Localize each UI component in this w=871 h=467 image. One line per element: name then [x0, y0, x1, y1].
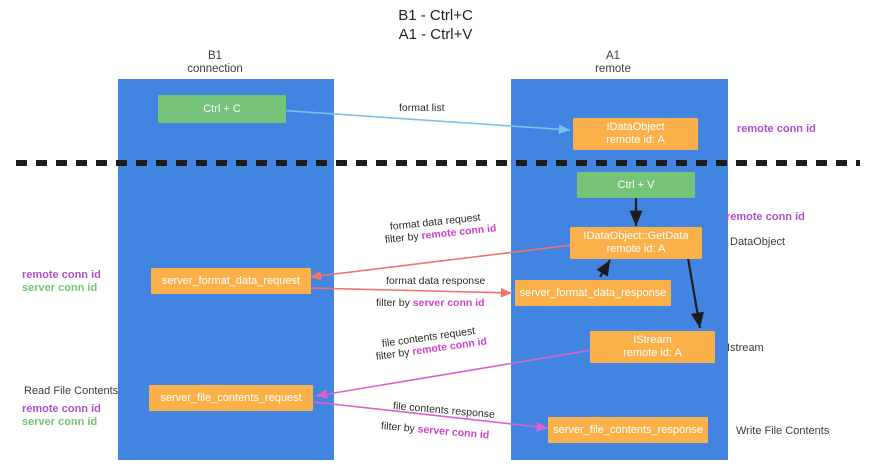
node-server-file-contents-response[interactable]: server_file_contents_response	[548, 417, 708, 443]
node-server-file-contents-response-label: server_file_contents_response	[553, 423, 703, 436]
node-server-file-contents-request[interactable]: server_file_contents_request	[149, 385, 313, 411]
page-title: B1 - Ctrl+C A1 - Ctrl+V	[0, 6, 871, 44]
node-istream-line-2: remote id: A	[623, 347, 682, 359]
filter-prefix: filter by	[384, 230, 423, 246]
edge-getdata-istream	[686, 257, 704, 329]
page-title-line-2: A1 - Ctrl+V	[398, 26, 473, 43]
node-ctrl-c-label: Ctrl + C	[203, 102, 241, 115]
page-title-line-1: B1 - Ctrl+C	[398, 7, 473, 24]
filter-prefix: filter by	[376, 297, 413, 309]
edge-format-data-response	[309, 287, 513, 298]
edge-label-format-list: format list	[399, 102, 445, 114]
edge-response-getdata	[596, 259, 611, 278]
node-idataobject[interactable]: IDataObject remote id: A	[573, 118, 698, 150]
node-getdata-line-1: IDataObject::GetData	[583, 230, 689, 242]
annotation-left-remote-conn-id-2: remote conn id	[22, 403, 101, 415]
node-istream-line-1: IStream	[633, 334, 672, 346]
node-idataobject-getdata[interactable]: IDataObject::GetData remote id: A	[570, 227, 702, 259]
edge-label-format-data-response: format data response	[386, 275, 486, 287]
annotation-read-file-contents: Read File Contents	[24, 385, 119, 397]
annotation-istream: Istream	[727, 342, 764, 354]
lane-header-a1: A1 remote	[513, 50, 713, 76]
annotation-write-file-contents: Write File Contents	[736, 425, 830, 437]
lane-b1-subtitle: connection	[187, 63, 243, 75]
node-ctrl-c[interactable]: Ctrl + C	[158, 95, 286, 123]
node-ctrl-v-label: Ctrl + V	[617, 178, 655, 191]
filter-key-server-conn-id: server conn id	[412, 297, 485, 309]
node-server-format-data-response-label: server_format_data_response	[519, 286, 667, 299]
lane-a1-name: A1	[605, 50, 621, 62]
node-getdata-line-2: remote id: A	[606, 243, 666, 255]
node-istream[interactable]: IStream remote id: A	[590, 331, 715, 363]
annotation-left-remote-conn-id: remote conn id	[22, 269, 101, 281]
edge-format-list	[275, 109, 571, 135]
edge-format-data-request	[309, 244, 573, 281]
lane-b1-name: B1	[207, 50, 223, 62]
node-server-format-data-request-label: server_format_data_request	[161, 274, 301, 287]
annotation-remote-conn-id-mid: remote conn id	[726, 211, 805, 223]
node-server-file-contents-request-label: server_file_contents_request	[160, 391, 302, 404]
annotation-remote-conn-id-top: remote conn id	[737, 123, 816, 135]
node-idataobject-line-2: remote id: A	[606, 134, 665, 146]
node-server-format-data-request[interactable]: server_format_data_request	[151, 268, 311, 294]
edge-file-contents-request	[315, 349, 593, 399]
annotation-dataobject: DataObject	[730, 236, 786, 248]
lane-a1-subtitle: remote	[595, 63, 631, 75]
node-server-format-data-response[interactable]: server_format_data_response	[515, 280, 671, 306]
annotation-left-server-conn-id-2: server conn id	[22, 416, 98, 428]
node-ctrl-v[interactable]: Ctrl + V	[577, 172, 695, 198]
filter-prefix: filter by	[380, 420, 419, 436]
edge-label-format-data-response-filter: filter by server conn id	[376, 297, 485, 310]
annotation-left-server-conn-id: server conn id	[22, 282, 98, 294]
node-idataobject-line-1: IDataObject	[606, 121, 665, 133]
lane-header-b1: B1 connection	[115, 50, 315, 76]
edge-file-contents-response	[313, 401, 549, 432]
